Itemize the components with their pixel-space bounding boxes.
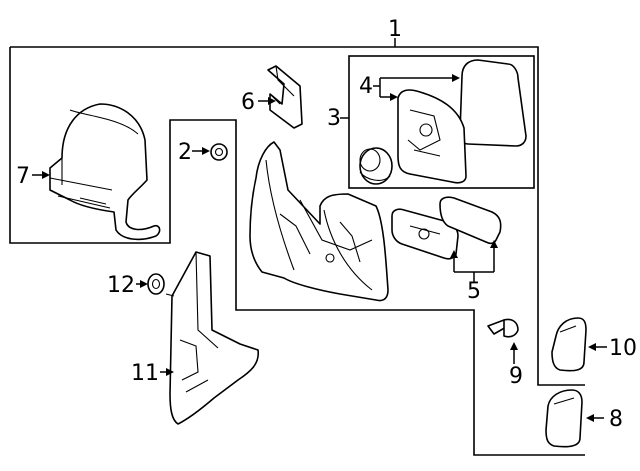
leader-11 <box>160 368 174 376</box>
callout-7: 7 <box>16 164 30 189</box>
callout-12: 12 <box>107 273 135 298</box>
callout-11: 11 <box>131 361 159 386</box>
part-7-mirror-cover <box>49 103 161 241</box>
part-9-bulb <box>487 318 519 338</box>
part-2-nut <box>210 143 228 161</box>
callout-3: 3 <box>327 106 341 131</box>
part-3-motor-knob <box>359 147 393 185</box>
part-12-nut <box>147 273 165 295</box>
callout-4: 4 <box>359 74 373 99</box>
part-4-motor-backing-plate <box>397 89 467 184</box>
callout-9: 9 <box>509 364 523 389</box>
callout-8: 8 <box>609 407 623 432</box>
assembly-frame <box>9 38 585 456</box>
mirror-arm-assembly <box>249 141 389 302</box>
leader-7 <box>32 171 50 179</box>
part-5-spotter-glass <box>439 196 502 245</box>
part-4-mirror-glass <box>459 59 527 147</box>
callout-10: 10 <box>609 336 637 361</box>
part-6-bracket <box>267 65 303 129</box>
leader-9 <box>510 342 518 364</box>
leader-8 <box>586 414 604 422</box>
part-11-arm-cover <box>165 251 260 425</box>
leader-10 <box>588 343 607 351</box>
leader-2 <box>192 147 210 155</box>
part-8-cap <box>545 389 583 448</box>
callout-5: 5 <box>467 279 481 304</box>
leader-12 <box>136 280 148 288</box>
leader-5 <box>450 240 498 282</box>
leader-4 <box>373 74 460 101</box>
leader-6 <box>258 97 276 105</box>
glass-motor-inset-box <box>340 55 535 189</box>
part-10-cap <box>551 317 587 372</box>
callout-1: 1 <box>388 17 402 42</box>
callout-6: 6 <box>241 90 255 115</box>
callout-2: 2 <box>178 140 192 165</box>
